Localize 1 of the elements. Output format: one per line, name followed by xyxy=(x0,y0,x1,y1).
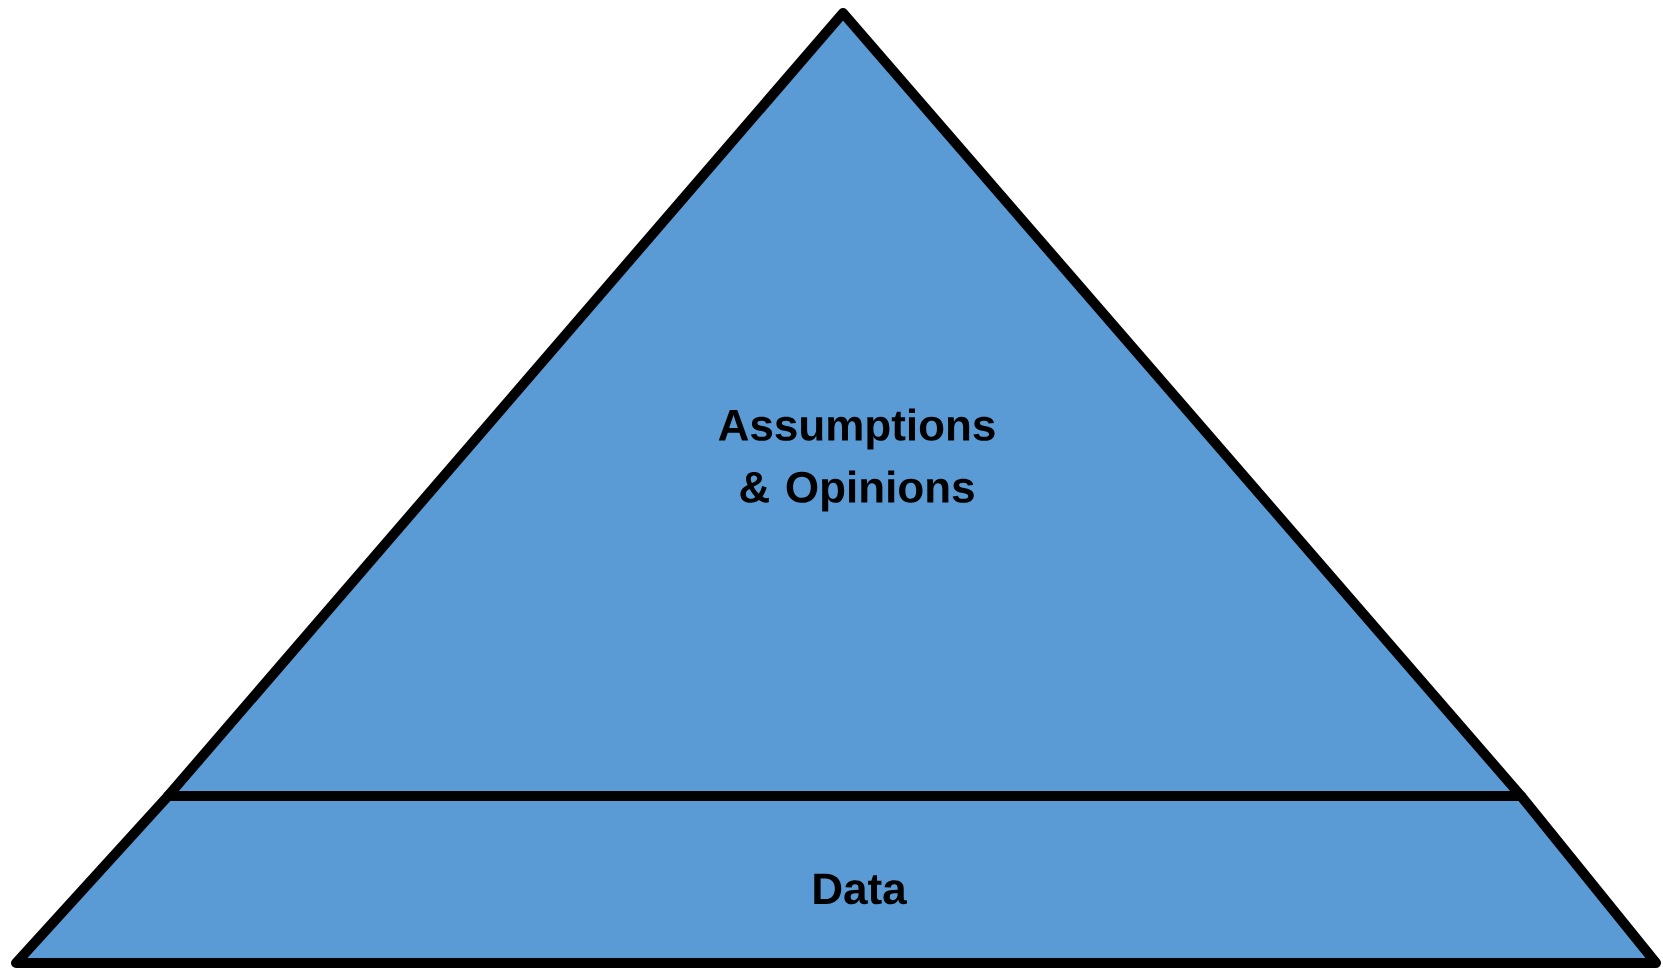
pyramid-tier: Data xyxy=(11,791,1661,968)
